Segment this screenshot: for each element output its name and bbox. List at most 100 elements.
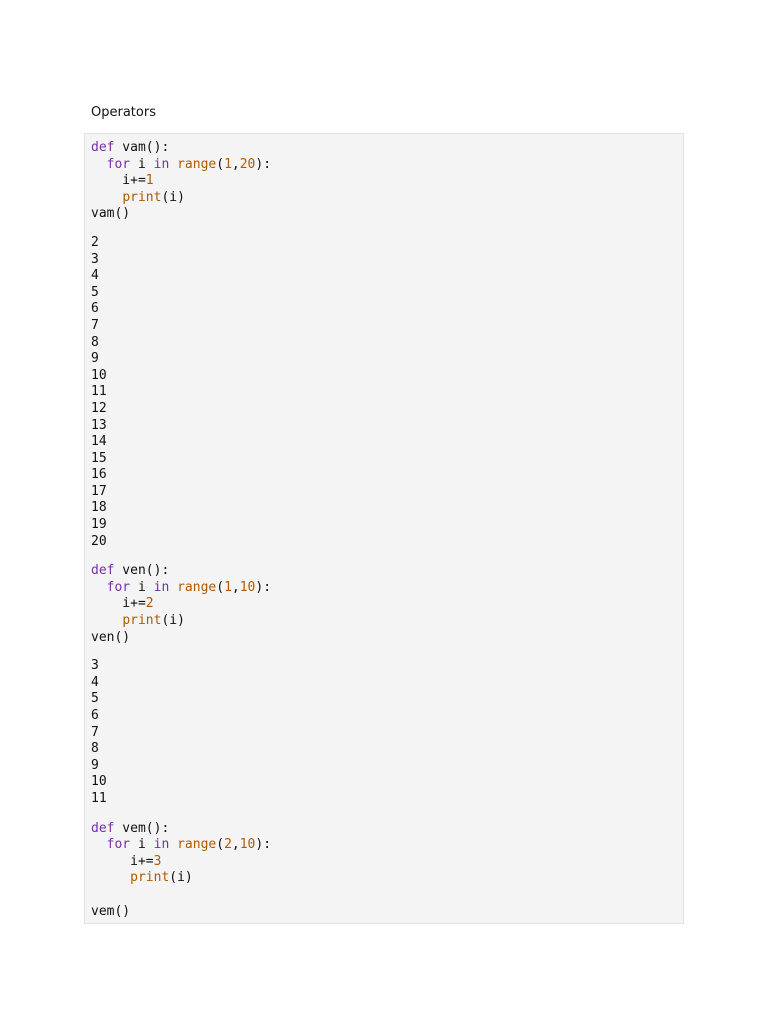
code-token: print	[122, 189, 162, 205]
code-token: range	[177, 837, 217, 853]
output-line: 14	[91, 434, 107, 450]
code-token: in	[153, 579, 170, 595]
output-line: 3	[91, 658, 99, 674]
code-line: i+=3	[91, 854, 271, 871]
code-token: ven():	[114, 563, 170, 579]
code-token: ,	[231, 156, 240, 172]
code-line: print(i)	[91, 613, 271, 630]
output-line: 4	[91, 268, 99, 284]
code-token	[91, 157, 107, 172]
output-line: 18	[91, 500, 107, 516]
code-token: i+=	[91, 853, 154, 869]
output-line: 16	[91, 467, 107, 483]
output-line: 8	[91, 334, 99, 350]
code-token	[91, 580, 107, 595]
code-line: for i in range(2,10):	[91, 837, 271, 854]
code-token: 10	[239, 579, 256, 595]
code-token: for	[106, 579, 131, 595]
code-token: ):	[255, 156, 272, 172]
output-line: 5	[91, 284, 99, 300]
code-token: i	[130, 579, 154, 595]
code-token: for	[106, 837, 131, 853]
code-block: def vem(): for i in range(2,10): i+=3 pr…	[91, 821, 271, 921]
code-token: def	[91, 563, 115, 579]
code-line: for i in range(1,10):	[91, 580, 271, 597]
code-token: 1	[224, 156, 232, 172]
output-line: 12	[91, 400, 107, 416]
code-line: for i in range(1,20):	[91, 157, 271, 174]
output-line: 11	[91, 384, 107, 400]
code-token: (i)	[161, 613, 185, 629]
code-token: 2	[224, 837, 232, 853]
output-line: 10	[91, 774, 107, 790]
code-line: print(i)	[91, 870, 271, 887]
code-token: 1	[224, 579, 232, 595]
code-token: vem():	[114, 820, 170, 836]
code-token: range	[177, 579, 217, 595]
code-token	[91, 837, 107, 852]
code-token: in	[153, 156, 170, 172]
code-token: ven()	[91, 629, 131, 645]
code-token: 3	[153, 853, 162, 869]
code-block: def vam(): for i in range(1,20): i+=1 pr…	[91, 140, 271, 223]
code-token: vam()	[91, 206, 131, 222]
code-line: def vam():	[91, 140, 271, 157]
code-token: i	[130, 156, 154, 172]
code-token	[91, 870, 130, 885]
code-token: ,	[231, 579, 240, 595]
code-token: ):	[255, 837, 272, 853]
code-line	[91, 887, 271, 904]
output-line: 8	[91, 741, 99, 757]
output-line: 9	[91, 757, 99, 773]
spacer	[91, 646, 271, 658]
code-token: for	[106, 156, 131, 172]
output-line: 20	[91, 533, 107, 549]
code-line: ven()	[91, 630, 271, 647]
output-line: 11	[91, 790, 107, 806]
code-line: vam()	[91, 206, 271, 223]
code-token	[91, 613, 122, 628]
code-token: 2	[145, 596, 154, 612]
code-token: print	[130, 870, 170, 886]
code-token	[91, 190, 122, 205]
code-token: i+=	[91, 596, 146, 612]
code-token	[169, 580, 177, 595]
code-token: (i)	[169, 870, 193, 886]
spacer	[91, 808, 271, 821]
output-line: 17	[91, 483, 107, 499]
output-line: 3	[91, 251, 99, 267]
output-line: 10	[91, 367, 107, 383]
code-line: def ven():	[91, 563, 271, 580]
output-line: 2	[91, 234, 99, 250]
code-token: 20	[239, 156, 256, 172]
code-line: print(i)	[91, 190, 271, 207]
code-token	[169, 837, 177, 852]
code-cell: def vam(): for i in range(1,20): i+=1 pr…	[84, 133, 684, 924]
code-token: ,	[231, 837, 240, 853]
output-line: 6	[91, 301, 99, 317]
code-token: 10	[239, 837, 256, 853]
output-line: 9	[91, 351, 99, 367]
output-line: 15	[91, 450, 107, 466]
output-line: 6	[91, 708, 99, 723]
code-token: range	[177, 156, 217, 172]
code-token: def	[91, 140, 115, 155]
spacer	[91, 550, 271, 563]
code-token: (i)	[161, 189, 185, 205]
code-token: (	[216, 156, 225, 172]
code-token: (	[216, 837, 225, 853]
output-line: 13	[91, 417, 107, 433]
code-token: vem()	[91, 903, 131, 919]
output-line: 5	[91, 691, 99, 707]
code-token: def	[91, 820, 115, 836]
code-line: i+=1	[91, 173, 271, 190]
code-token: i+=	[91, 173, 146, 189]
code-token: vam():	[114, 140, 170, 155]
output-line: 7	[91, 317, 99, 333]
code-token	[169, 157, 177, 172]
code-token: in	[153, 837, 170, 853]
code-token: (	[216, 579, 225, 595]
code-line: def vem():	[91, 821, 271, 838]
